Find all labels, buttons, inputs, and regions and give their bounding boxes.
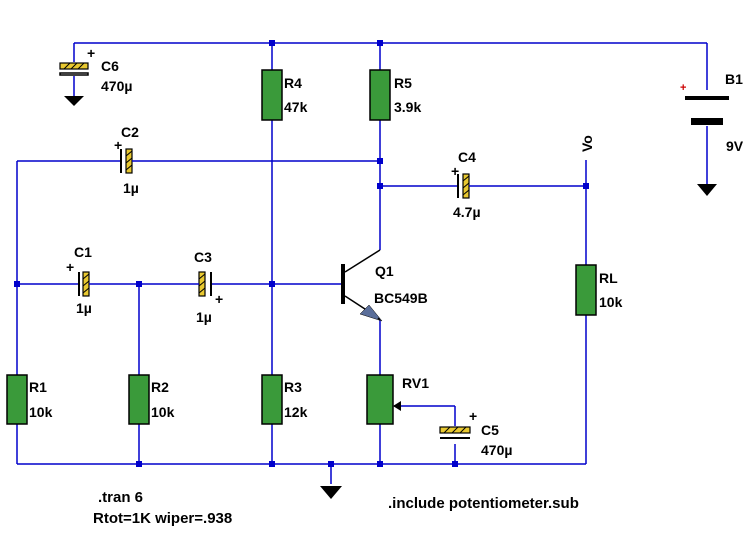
junction-node bbox=[377, 183, 383, 189]
polarity-mark: + bbox=[215, 291, 223, 307]
junction-node bbox=[269, 461, 275, 467]
collector-lead bbox=[344, 249, 381, 273]
net-label-vo: Vo bbox=[579, 135, 595, 152]
resistor-R1[interactable]: R1 10k bbox=[6, 374, 53, 425]
component-ref: R3 bbox=[284, 379, 302, 395]
ground-icon bbox=[697, 184, 717, 196]
polarity-mark: + bbox=[469, 408, 477, 424]
capacitor-plate bbox=[78, 272, 80, 296]
wires bbox=[16, 42, 708, 484]
capacitor-plate bbox=[210, 272, 212, 296]
emitter-lead bbox=[344, 295, 369, 312]
capacitor-C5[interactable]: + C5 470µ bbox=[439, 408, 512, 458]
junction-node bbox=[328, 461, 334, 467]
spice-directive-params: Rtot=1K wiper=.938 bbox=[93, 510, 232, 527]
battery-plate[interactable] bbox=[685, 96, 729, 100]
battery-B1[interactable]: + B1 9V bbox=[680, 71, 744, 154]
junction-node bbox=[136, 461, 142, 467]
component-ref: R4 bbox=[284, 75, 302, 91]
component-value: 1µ bbox=[123, 180, 139, 196]
capacitor-plate bbox=[120, 149, 122, 173]
component-value: 10k bbox=[151, 404, 175, 420]
ground-icon bbox=[64, 96, 84, 106]
junction-node bbox=[452, 461, 458, 467]
component-value: 1µ bbox=[196, 309, 212, 325]
junction-node bbox=[14, 281, 20, 287]
potentiometer-body[interactable] bbox=[366, 374, 394, 425]
junction-node bbox=[377, 40, 383, 46]
component-value: 3.9k bbox=[394, 99, 421, 115]
emitter-arrow-icon bbox=[359, 304, 383, 322]
potentiometer-RV1[interactable]: RV1 bbox=[366, 374, 429, 425]
component-ref: C4 bbox=[458, 149, 476, 165]
capacitor-C6[interactable]: + C6 470µ bbox=[59, 45, 132, 94]
resistor-body[interactable] bbox=[575, 264, 597, 316]
component-ref: B1 bbox=[725, 71, 743, 87]
resistor-R5[interactable]: R5 3.9k bbox=[369, 69, 421, 121]
transistor-base-bar[interactable] bbox=[341, 264, 345, 304]
battery-plate bbox=[691, 118, 723, 125]
component-ref: C3 bbox=[194, 249, 212, 265]
component-ref: C6 bbox=[101, 58, 119, 74]
resistor-body[interactable] bbox=[369, 69, 391, 121]
junction-node bbox=[269, 40, 275, 46]
ground-icon bbox=[320, 486, 342, 499]
component-value: BC549B bbox=[374, 290, 428, 306]
resistor-R2[interactable]: R2 10k bbox=[128, 374, 175, 425]
resistor-R3[interactable]: R3 12k bbox=[261, 374, 308, 425]
component-value: 12k bbox=[284, 404, 308, 420]
capacitor-C4[interactable]: + C4 4.7µ bbox=[451, 149, 481, 220]
component-ref: R5 bbox=[394, 75, 412, 91]
component-ref: RV1 bbox=[402, 375, 429, 391]
spice-directive-include: .include potentiometer.sub bbox=[388, 495, 579, 512]
polarity-mark: + bbox=[87, 45, 95, 61]
capacitor-C3[interactable]: + C3 1µ bbox=[194, 249, 223, 325]
capacitor-C1[interactable]: + C1 1µ bbox=[66, 244, 98, 316]
resistor-RL[interactable]: RL 10k bbox=[575, 264, 623, 316]
component-value: 470µ bbox=[101, 78, 132, 94]
junction-node bbox=[269, 281, 275, 287]
junction-nodes bbox=[14, 40, 589, 467]
capacitor-C2[interactable]: + C2 1µ bbox=[114, 124, 142, 196]
resistor-body[interactable] bbox=[128, 374, 150, 425]
component-ref: C1 bbox=[74, 244, 92, 260]
component-value: 4.7µ bbox=[453, 204, 481, 220]
component-ref: Q1 bbox=[375, 263, 394, 279]
resistor-body[interactable] bbox=[6, 374, 28, 425]
spice-directive-tran: .tran 6 bbox=[98, 489, 143, 506]
component-ref: C5 bbox=[481, 422, 499, 438]
component-value: 10k bbox=[29, 404, 53, 420]
junction-node bbox=[377, 461, 383, 467]
component-value: 9V bbox=[726, 138, 744, 154]
transistor-Q1[interactable]: Q1 BC549B bbox=[341, 249, 428, 322]
capacitor-plate bbox=[457, 174, 459, 198]
component-value: 47k bbox=[284, 99, 308, 115]
component-ref: RL bbox=[599, 270, 618, 286]
component-value: 10k bbox=[599, 294, 623, 310]
component-ref: R2 bbox=[151, 379, 169, 395]
wiper-arrow-icon bbox=[393, 401, 401, 411]
capacitor-plate bbox=[440, 437, 470, 439]
resistor-body[interactable] bbox=[261, 374, 283, 425]
component-ref: R1 bbox=[29, 379, 47, 395]
resistor-body[interactable] bbox=[261, 69, 283, 121]
component-ref: C2 bbox=[121, 124, 139, 140]
capacitor-plate bbox=[59, 72, 89, 76]
polarity-mark: + bbox=[66, 259, 74, 275]
polarity-mark: + bbox=[114, 137, 122, 153]
polarity-mark: + bbox=[451, 163, 459, 179]
junction-node bbox=[136, 281, 142, 287]
junction-node bbox=[377, 158, 383, 164]
component-value: 1µ bbox=[76, 300, 92, 316]
battery-plus-mark: + bbox=[680, 82, 686, 94]
component-value: 470µ bbox=[481, 442, 512, 458]
resistor-R4[interactable]: R4 47k bbox=[261, 69, 308, 121]
junction-node bbox=[583, 183, 589, 189]
